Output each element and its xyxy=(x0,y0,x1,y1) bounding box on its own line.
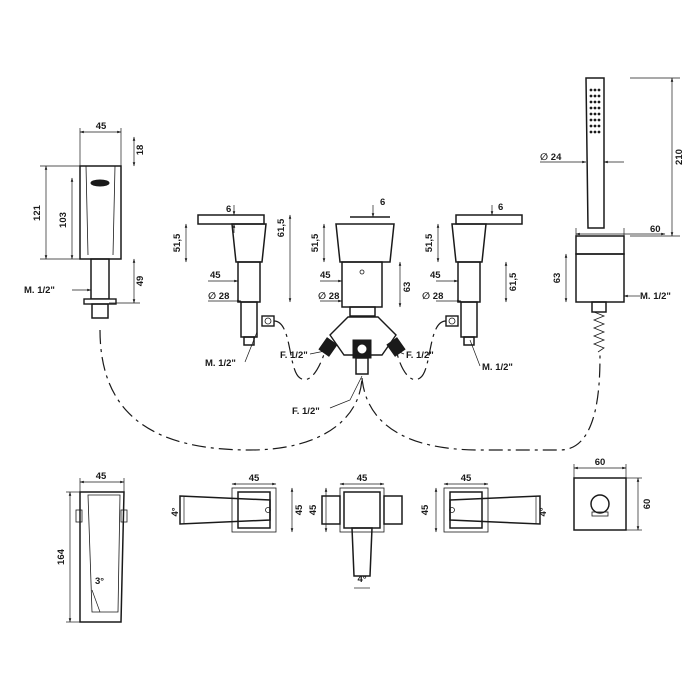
dim-spout-base: 49 xyxy=(135,276,146,287)
spout-plan: 45 164 3° xyxy=(56,471,128,623)
dim-mid-63: 63 xyxy=(402,282,413,293)
dim-plan-spout-3deg: 3° xyxy=(95,576,104,587)
dim-left-45: 45 xyxy=(210,270,221,281)
dim-plan-right-45w: 45 xyxy=(461,473,472,484)
dim-shower-24: ∅ 24 xyxy=(540,152,562,163)
label-f-left: F. 1/2" xyxy=(280,350,308,361)
dim-plan-sq-60h: 60 xyxy=(642,499,653,510)
middle-elevation: 6 51,5 45 ∅ 28 63 F. 1/2" F. 1/2" F. 1/2… xyxy=(280,197,434,417)
dim-spout-body: 103 xyxy=(58,212,69,228)
dim-shower-63: 63 xyxy=(552,273,563,284)
shower-nozzles xyxy=(589,88,601,134)
bracket-plan: 60 60 xyxy=(573,457,653,531)
dim-shower-60: 60 xyxy=(650,224,661,235)
dim-spout-total: 121 xyxy=(32,204,43,221)
dim-mid-515: 51,5 xyxy=(310,233,321,252)
right-handle-plan: 45 45 4° xyxy=(420,473,549,533)
label-left-thread: M. 1/2" xyxy=(205,358,236,369)
middle-plan: 45 45 4° xyxy=(308,473,403,589)
dim-left-515: 51,5 xyxy=(172,233,183,252)
dim-plan-left-45h: 45 xyxy=(294,504,305,515)
dim-left-6: 6 xyxy=(226,204,231,215)
dim-left-615: 61,5 xyxy=(276,218,287,237)
dim-spout-top: 18 xyxy=(135,145,146,156)
dim-left-28: ∅ 28 xyxy=(208,291,229,302)
dim-plan-mid-4deg: 4° xyxy=(357,574,366,585)
dim-right-615: 61,5 xyxy=(508,272,519,291)
label-f-right: F. 1/2" xyxy=(406,350,434,361)
label-f-bottom: F. 1/2" xyxy=(292,406,320,417)
connection-lines xyxy=(99,320,601,451)
dim-plan-left-4deg: 4° xyxy=(170,507,181,516)
dim-plan-right-4deg: 4° xyxy=(538,507,549,516)
dim-plan-right-45h: 45 xyxy=(420,504,431,515)
dim-plan-sq-60w: 60 xyxy=(595,457,606,468)
right-handle-elevation: 6 51,5 45 61,5 ∅ 28 M. 1/2" xyxy=(422,202,523,373)
dim-plan-mid-45w: 45 xyxy=(357,473,368,484)
left-handle-elevation: 6 51,5 61,5 45 ∅ 28 M. 1/2" xyxy=(172,204,292,369)
label-shower-thread: M. 1/2" xyxy=(640,291,671,302)
left-handle-plan: 45 45 4° xyxy=(170,473,305,533)
dim-plan-spout-164: 164 xyxy=(56,548,67,565)
dim-mid-6: 6 xyxy=(380,197,385,208)
dim-right-515: 51,5 xyxy=(424,233,435,252)
dim-mid-28: ∅ 28 xyxy=(318,291,339,302)
dim-shower-210: 210 xyxy=(674,149,685,165)
dim-right-45: 45 xyxy=(430,270,441,281)
label-right-thread: M. 1/2" xyxy=(482,362,513,373)
dim-plan-spout-45: 45 xyxy=(96,471,107,482)
dim-spout-width: 45 xyxy=(96,121,107,132)
dim-plan-left-45w: 45 xyxy=(249,473,260,484)
label-spout-thread: M. 1/2" xyxy=(24,285,55,296)
spout-elevation: 45 18 121 103 49 M. 1/2" xyxy=(24,121,146,319)
dim-mid-45: 45 xyxy=(320,270,331,281)
dim-plan-mid-45h: 45 xyxy=(308,504,319,515)
hand-shower-elevation: ∅ 24 210 60 63 M. 1/2" xyxy=(540,77,685,353)
dim-right-6: 6 xyxy=(498,202,503,213)
dim-right-28: ∅ 28 xyxy=(422,291,443,302)
